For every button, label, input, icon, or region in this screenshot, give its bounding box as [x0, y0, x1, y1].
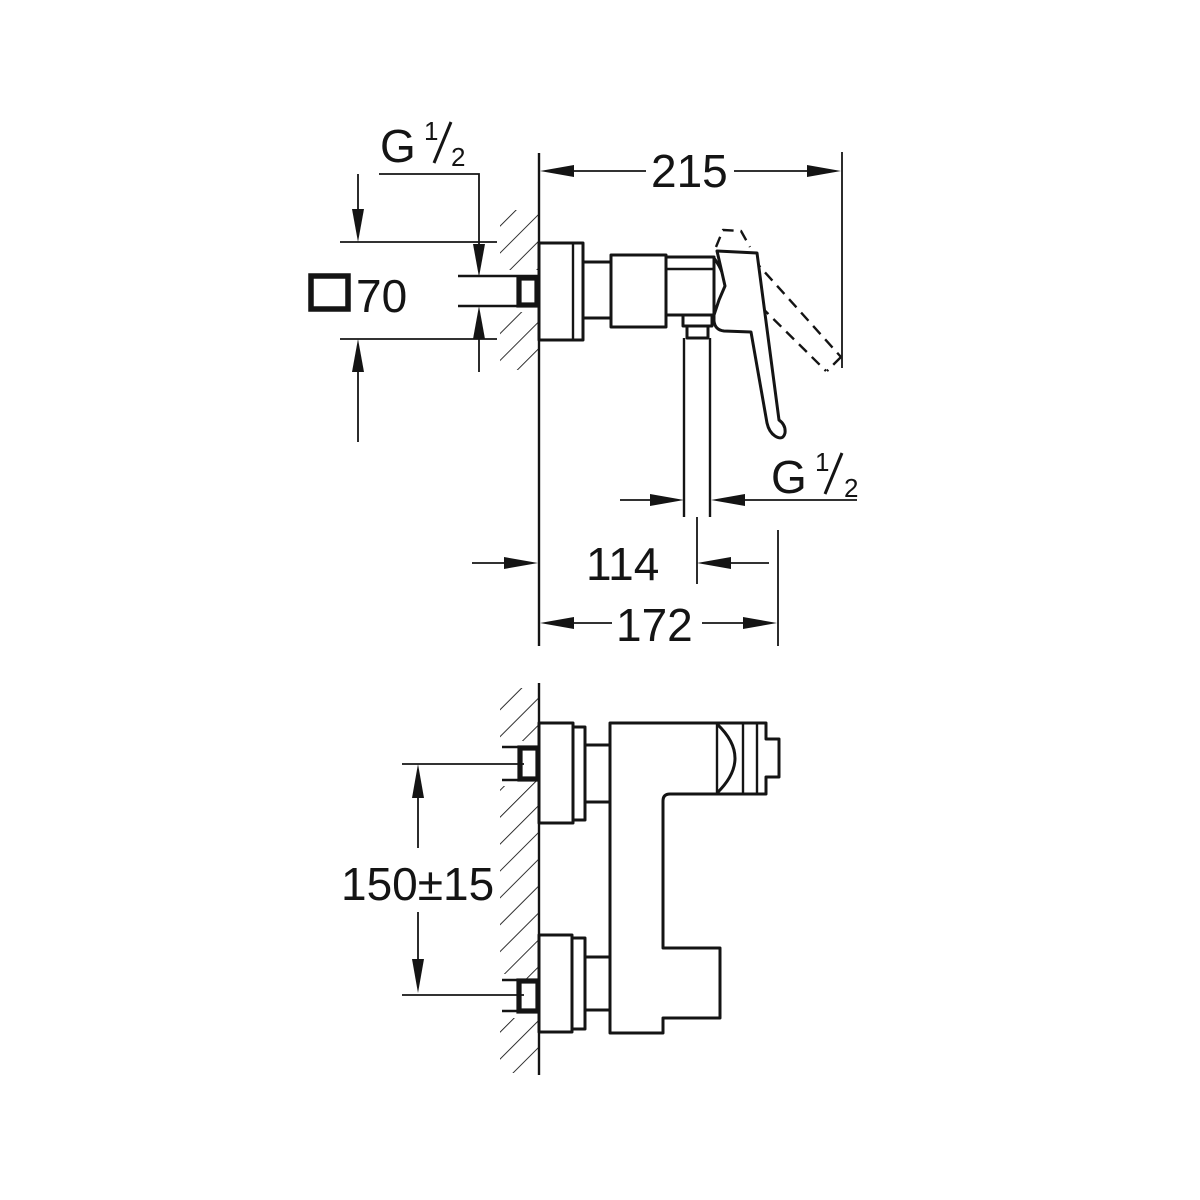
- inlet-spacing-label: 150±15: [341, 858, 494, 910]
- square-size-label: 70: [356, 270, 407, 322]
- mixer-body-side: [537, 228, 842, 517]
- upper-connector: [583, 743, 612, 804]
- body-outline: [608, 721, 781, 1035]
- side-view: G 1 2 70 215: [308, 116, 858, 651]
- dimension-114: 114: [472, 517, 769, 590]
- svg-text:1: 1: [815, 447, 829, 477]
- lower-inlet-stub: [502, 978, 541, 1014]
- dimension-outlet-thread: G 1 2: [620, 447, 858, 506]
- fraction-slash-icon: [432, 121, 453, 164]
- thread-label-top: G 1 2: [380, 116, 465, 172]
- depth-label: 172: [616, 599, 693, 651]
- svg-text:1: 1: [424, 116, 438, 146]
- dimension-150: 150±15: [341, 763, 524, 996]
- dimension-172: 172: [540, 530, 779, 651]
- outlet-offset-label: 114: [586, 538, 659, 590]
- svg-text:G: G: [771, 451, 807, 503]
- inlet-pipe-stub: [458, 274, 540, 308]
- upper-escutcheon: [537, 721, 575, 825]
- thread-size-label: G: [380, 120, 416, 172]
- svg-text:2: 2: [844, 473, 858, 503]
- valve-section: [664, 255, 716, 317]
- fraction-slash-icon: [823, 452, 844, 495]
- square-symbol-icon: [308, 273, 351, 312]
- lower-connector: [583, 955, 612, 1012]
- dimension-215: 215: [540, 145, 843, 368]
- dimension-inlet-thread: G 1 2: [379, 116, 485, 372]
- mixer-body-front: [537, 721, 781, 1035]
- thread-label-bottom: G 1 2: [771, 447, 858, 503]
- lever-handle: [712, 249, 787, 440]
- connector: [581, 260, 613, 320]
- dimension-escutcheon-70: 70: [308, 174, 497, 442]
- cartridge-block: [609, 253, 668, 329]
- escutcheon-plate: [537, 241, 585, 342]
- svg-text:2: 2: [451, 142, 465, 172]
- front-view: 150±15: [341, 683, 781, 1075]
- outlet-pipe: [681, 313, 714, 517]
- overall-width-label: 215: [651, 145, 728, 197]
- lower-escutcheon: [537, 933, 574, 1034]
- cap-dome-front: [715, 722, 737, 795]
